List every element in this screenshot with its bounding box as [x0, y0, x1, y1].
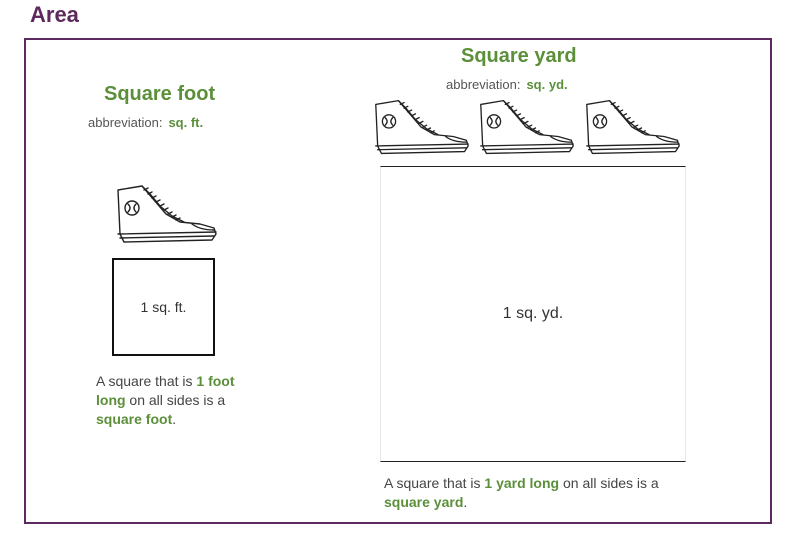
area-panel	[24, 38, 772, 524]
sneaker-icon	[375, 99, 469, 155]
square-yard-caption: A square that is 1 yard long on all side…	[384, 474, 694, 512]
caption-text: on all sides is a	[559, 475, 659, 491]
sneaker-icon	[586, 99, 680, 155]
square-yard-square: 1 sq. yd.	[380, 166, 686, 462]
caption-text: .	[172, 411, 177, 427]
sneaker-icon	[480, 99, 574, 155]
caption-text: A square that is	[96, 373, 197, 389]
sneaker-icon	[117, 185, 217, 243]
abbreviation-label: abbreviation:	[88, 115, 163, 130]
abbreviation-value: sq. ft.	[168, 115, 204, 130]
caption-emphasis: square yard	[384, 494, 464, 510]
caption-emphasis: 1 yard long	[484, 475, 560, 491]
square-yard-abbreviation: abbreviation: sq. yd.	[446, 77, 568, 92]
square-foot-caption: A square that is 1 foot long on all side…	[96, 372, 266, 429]
caption-emphasis: 1 foot long	[96, 373, 235, 408]
caption-text: on all sides is a	[125, 392, 226, 408]
square-yard-heading: Square yard	[461, 45, 577, 67]
square-foot-square: 1 sq. ft.	[112, 258, 215, 356]
caption-text: A square that is	[384, 475, 485, 491]
square-foot-heading: Square foot	[104, 83, 216, 105]
square-foot-abbreviation: abbreviation: sq. ft.	[88, 115, 203, 130]
abbreviation-value: sq. yd.	[526, 77, 568, 92]
caption-emphasis: square foot	[96, 411, 173, 427]
caption-text: .	[463, 494, 468, 510]
abbreviation-label: abbreviation:	[446, 77, 521, 92]
page-title: Area	[30, 2, 79, 27]
